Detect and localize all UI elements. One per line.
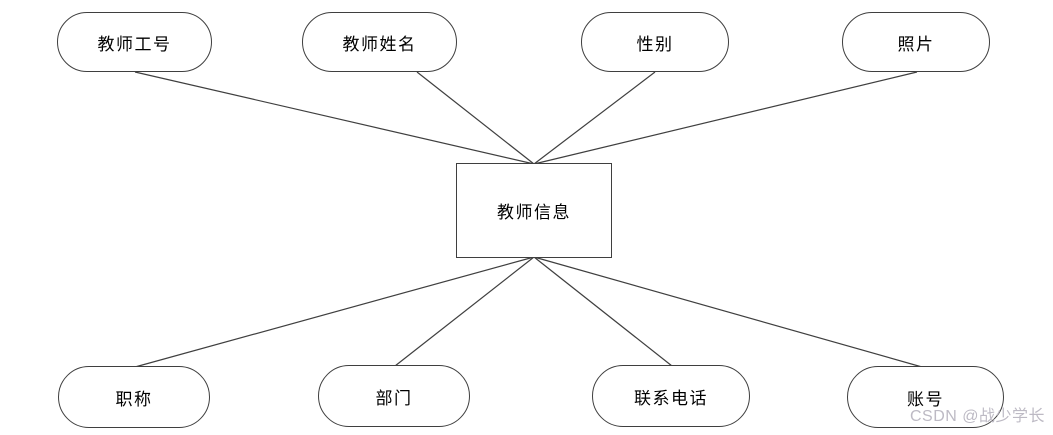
attribute-oval-teacher-id: 教师工号 [57, 12, 212, 72]
attribute-oval-title: 职称 [58, 366, 210, 428]
connector-line-account [533, 256, 923, 368]
entity-label: 教师信息 [497, 203, 571, 222]
attribute-label-photo: 照片 [897, 34, 935, 54]
connector-line-photo [533, 71, 918, 165]
connector-line-title [134, 256, 535, 368]
attribute-oval-gender: 性别 [581, 12, 729, 72]
attribute-oval-photo: 照片 [842, 12, 990, 72]
attribute-label-title: 职称 [115, 389, 153, 409]
connector-line-contact-phone [533, 256, 673, 367]
attribute-label-account: 账号 [907, 389, 944, 409]
connector-line-department [394, 256, 535, 367]
attribute-label-gender: 性别 [636, 34, 674, 54]
attribute-label-department: 部门 [375, 388, 413, 408]
attribute-label-teacher-id: 教师工号 [97, 34, 172, 54]
connector-line-gender [533, 71, 656, 165]
connector-line-teacher-name [416, 71, 535, 165]
attribute-oval-account: 账号 [847, 366, 1004, 428]
csdn-watermark: CSDN @战少学长 [909, 408, 1045, 425]
attribute-label-teacher-name: 教师姓名 [342, 34, 417, 54]
attribute-oval-contact-phone: 联系电话 [592, 365, 750, 427]
attribute-label-contact-phone: 联系电话 [634, 388, 708, 408]
attribute-oval-department: 部门 [318, 365, 470, 427]
entity-box: 教师信息 [456, 163, 612, 258]
attribute-oval-teacher-name: 教师姓名 [302, 12, 457, 72]
connector-line-teacher-id [134, 71, 535, 165]
